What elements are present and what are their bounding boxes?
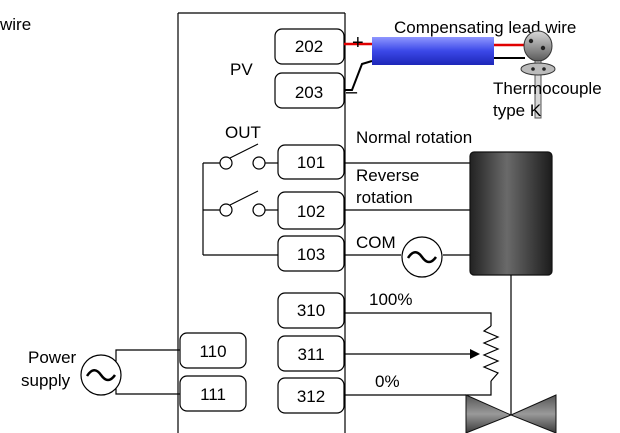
terminal-203-label: 203 [295, 83, 323, 102]
ac-source-icon [80, 354, 122, 396]
terminal-110-label: 110 [199, 342, 226, 361]
compensating-lead-wire [372, 37, 494, 65]
terminal-111-label: 111 [200, 385, 226, 404]
terminal-311: 311 [277, 335, 345, 372]
switch-icon [219, 190, 266, 217]
power-supply-label-line1: Power [28, 348, 77, 367]
normal-rotation-label: Normal rotation [356, 128, 472, 147]
cropped-label: wire [0, 15, 31, 34]
terminal-111: 111 [179, 375, 247, 412]
terminal-312: 312 [277, 377, 345, 414]
terminal-202: 202 [274, 28, 345, 65]
terminal-103-label: 103 [297, 245, 325, 264]
reverse-rotation-label-line2: rotation [356, 188, 413, 207]
relay-contacts [202, 162, 278, 256]
valve-icon [465, 394, 557, 433]
terminal-110: 110 [179, 332, 247, 369]
power-wires [115, 349, 180, 395]
wiper-arrow [470, 349, 480, 359]
label-0-percent: 0% [375, 372, 400, 391]
comp-lead-label: Compensating lead wire [394, 18, 576, 37]
terminal-310: 310 [277, 292, 345, 329]
terminal-102: 102 [277, 191, 345, 230]
thermocouple-probe-icon [520, 30, 556, 119]
terminal-103: 103 [277, 235, 345, 272]
terminal-311-label: 311 [297, 345, 324, 364]
terminal-203: 203 [274, 72, 345, 109]
terminal-101: 101 [277, 144, 345, 180]
tc-wires [344, 42, 525, 91]
motor-actuator-icon [469, 151, 553, 276]
terminal-101-label: 101 [297, 153, 325, 172]
potentiometer-icon [482, 325, 500, 382]
terminal-310-label: 310 [297, 301, 325, 320]
plus-sign: + [352, 32, 364, 54]
controller-body [177, 12, 346, 433]
com-label: COM [356, 233, 396, 252]
out-label: OUT [225, 123, 261, 142]
thermocouple-label-line1: Thermocouple [493, 79, 602, 98]
switch-icon [219, 143, 266, 170]
label-100-percent: 100% [369, 290, 412, 309]
potentiometer-wires [344, 312, 492, 396]
terminal-312-label: 312 [297, 387, 325, 406]
output-wires [344, 162, 470, 256]
terminal-202-label: 202 [295, 37, 323, 56]
minus-sign: – [346, 81, 358, 103]
reverse-rotation-label-line1: Reverse [356, 166, 419, 185]
thermocouple-label-line2: type K [493, 101, 542, 120]
power-supply-label-line2: supply [21, 371, 71, 390]
terminal-102-label: 102 [297, 202, 325, 221]
ac-source-icon [401, 236, 443, 278]
pv-label: PV [230, 60, 253, 79]
